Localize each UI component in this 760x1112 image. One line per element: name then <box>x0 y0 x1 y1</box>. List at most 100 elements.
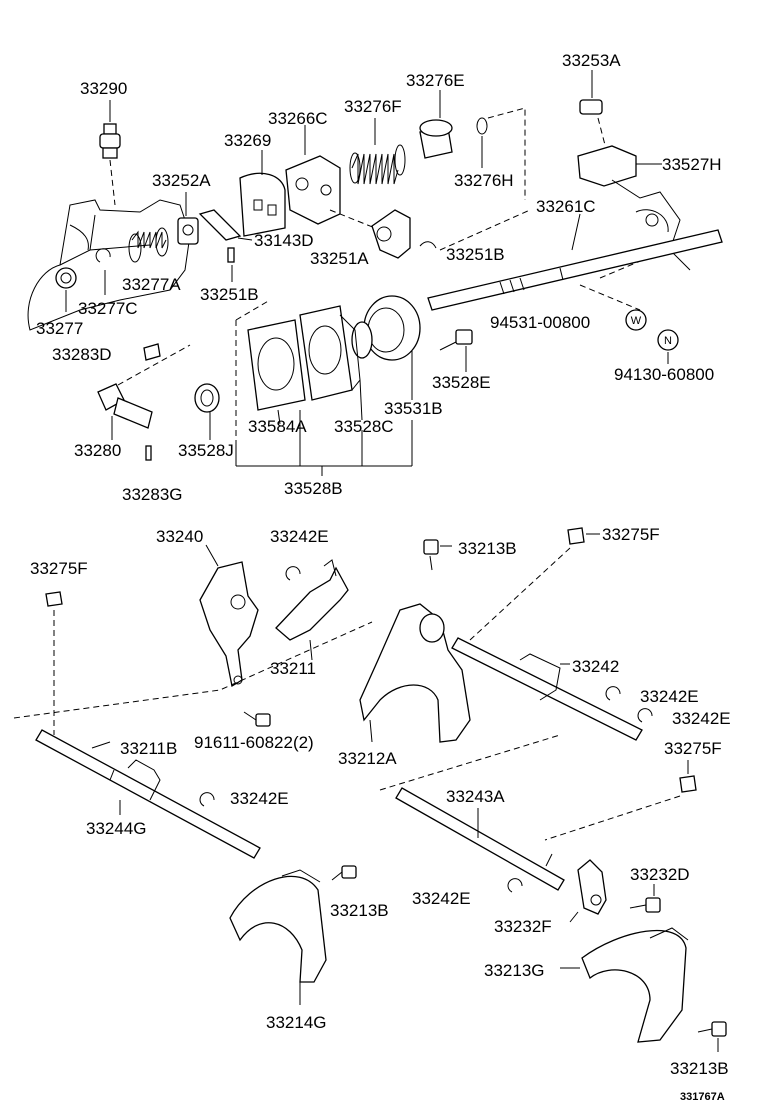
label-33211: 33211 <box>270 659 316 678</box>
lower-assembly <box>13 527 727 1052</box>
part-33275F-left <box>45 591 63 735</box>
label-33213B-top: 33213B <box>458 539 517 558</box>
part-33276H-ring <box>476 107 526 200</box>
part-33531B-seal <box>351 295 421 400</box>
part-91611-bolt <box>243 711 271 727</box>
part-33528C-housing <box>299 305 363 421</box>
part-33276E <box>419 90 453 159</box>
badge-n: N <box>657 329 679 364</box>
part-33275F-top <box>469 527 600 641</box>
badge-w: W <box>625 309 647 331</box>
label-33528B: 33528B <box>284 479 343 498</box>
label-33277: 33277 <box>36 319 83 338</box>
label-33213B-bottom: 33213B <box>670 1059 729 1078</box>
label-33584A: 33584A <box>248 417 307 436</box>
label-33242E-lower-left: 33242E <box>230 789 289 808</box>
label-33280: 33280 <box>74 441 121 460</box>
label-33253A: 33253A <box>562 51 621 70</box>
part-33242-shaft <box>451 637 643 741</box>
diagram-code: 331767A <box>680 1091 725 1103</box>
part-33213G-fork <box>560 927 689 1043</box>
part-33269-plate <box>239 150 286 237</box>
label-33276H: 33276H <box>454 171 514 190</box>
label-33211B: 33211B <box>120 739 177 758</box>
label-33242E-top: 33242E <box>270 527 329 546</box>
label-33251A: 33251A <box>310 249 369 268</box>
label-33283D: 33283D <box>52 345 112 364</box>
label-33251B-right: 33251B <box>446 245 505 264</box>
part-33283D-plug <box>143 343 161 361</box>
upper-assembly: W N <box>27 70 723 476</box>
part-33211-lever <box>275 559 349 661</box>
part-33242E-clip-c <box>637 708 653 723</box>
label-33214G: 33214G <box>266 1013 327 1032</box>
label-91611-60822: 91611-60822(2) <box>194 733 314 752</box>
part-33213B-bolt-b <box>331 865 357 881</box>
part-33251B-pin <box>227 247 235 282</box>
part-33243A-shaft <box>395 787 565 891</box>
label-33276E: 33276E <box>406 71 465 90</box>
label-33528E: 33528E <box>432 373 491 392</box>
label-33232D: 33232D <box>630 865 690 884</box>
part-33253A-bolt <box>579 70 606 146</box>
label-33290: 33290 <box>80 79 127 98</box>
part-33244G-shaft <box>35 729 261 859</box>
label-94531-00800: 94531-00800 <box>490 313 590 332</box>
part-33283G-pin <box>145 445 152 461</box>
part-33240-bracket <box>199 544 259 688</box>
label-33275F-left: 33275F <box>30 559 88 578</box>
part-33242E-clip-e <box>507 878 523 893</box>
label-33266C: 33266C <box>268 109 328 128</box>
part-33242E-clip-a <box>285 566 301 581</box>
label-33143D: 33143D <box>254 231 314 250</box>
label-33244G: 33244G <box>86 819 147 838</box>
part-33213B-bolt-a <box>423 539 452 571</box>
label-33213G: 33213G <box>484 961 545 980</box>
part-33277A-spring <box>128 227 169 263</box>
part-33584A-gasket <box>247 319 306 425</box>
label-33242: 33242 <box>572 657 619 676</box>
label-33531B: 33531B <box>384 399 443 418</box>
label-33276F: 33276F <box>344 97 402 116</box>
part-33290-switch <box>99 100 121 206</box>
label-33240: 33240 <box>156 527 203 546</box>
label-33213B-mid: 33213B <box>330 901 389 920</box>
label-33528C: 33528C <box>334 417 394 436</box>
part-33280-sensor <box>97 344 191 440</box>
part-33242E-clip-b <box>605 686 621 701</box>
label-33242E-right: 33242E <box>672 709 731 728</box>
label-33242E-mid: 33242E <box>640 687 699 706</box>
part-33212A-fork <box>359 603 471 743</box>
part-33528J <box>194 383 220 440</box>
label-33275F-right: 33275F <box>664 739 722 758</box>
part-33266C <box>285 125 381 231</box>
label-94130-60800: 94130-60800 <box>614 365 714 384</box>
part-33214G-fork <box>229 869 327 1005</box>
part-33276F-spring <box>349 118 406 185</box>
label-33243A: 33243A <box>446 787 505 806</box>
part-33275F-right <box>544 760 697 841</box>
callout-labels: 33290 33253A 33276E 33276F 33266C 33269 … <box>30 51 731 1103</box>
part-33277-plug <box>55 267 77 312</box>
label-33277A: 33277A <box>122 275 181 294</box>
part-33277C-clip <box>95 248 111 263</box>
label-33275F-top: 33275F <box>602 525 660 544</box>
part-33251A <box>371 209 437 259</box>
label-33528J: 33528J <box>178 441 234 460</box>
label-33251B-left: 33251B <box>200 285 259 304</box>
label-33232F: 33232F <box>494 917 552 936</box>
part-33213B-bolt-c <box>697 1021 727 1052</box>
part-33211B-key <box>91 741 111 749</box>
part-33528E-bolt <box>439 329 473 372</box>
part-33242E-clip-d <box>199 792 215 807</box>
svg-text:N: N <box>664 335 672 347</box>
part-33261C-shaft <box>427 209 723 311</box>
label-33252A: 33252A <box>152 171 211 190</box>
label-33277C: 33277C <box>78 299 138 318</box>
label-33261C: 33261C <box>536 197 596 216</box>
label-33212A: 33212A <box>338 749 397 768</box>
part-case-housing <box>27 199 191 331</box>
part-33232D-bolt <box>629 884 661 913</box>
part-33232F <box>569 859 607 923</box>
